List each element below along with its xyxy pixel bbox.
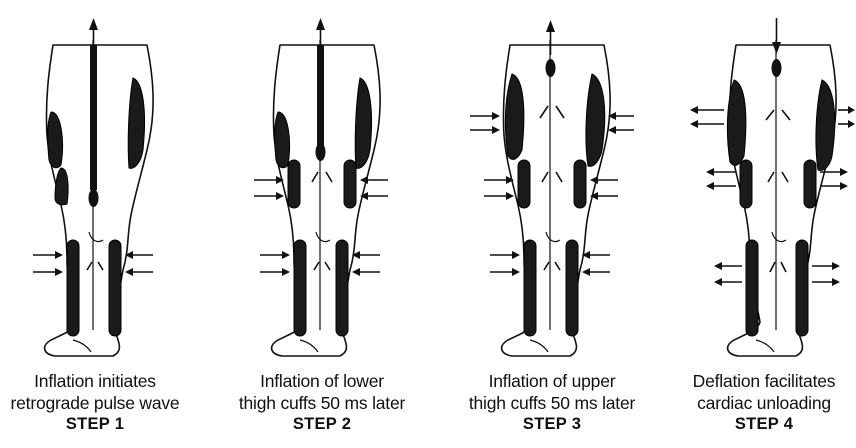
step-3-label: STEP 3: [442, 414, 662, 434]
upper-thigh-cuff-left: [505, 74, 523, 159]
step-4-caption: Deflation facilitates cardiac unloading …: [654, 370, 856, 434]
calf-cuff-right: [109, 240, 121, 336]
step-2-line1: Inflation of lower: [212, 370, 432, 392]
step-1-line1: Inflation initiates: [0, 370, 205, 392]
arrow-up-icon: [89, 18, 98, 30]
step-1-line2: retrograde pulse wave: [0, 392, 205, 414]
step-3-line1: Inflation of upper: [442, 370, 662, 392]
step-2-label: STEP 2: [212, 414, 432, 434]
step-1-label: STEP 1: [0, 414, 205, 434]
aortic-pulse-wave: [90, 45, 97, 190]
lower-thigh-cuff-right: [344, 160, 356, 208]
lower-thigh-cuff-left: [288, 160, 300, 208]
aortic-pulse-wave: [772, 59, 782, 77]
step-4-label: STEP 4: [654, 414, 856, 434]
step-2-line2: thigh cuffs 50 ms later: [212, 392, 432, 414]
leg-step-1: [33, 18, 153, 356]
leg-step-2: [254, 18, 388, 356]
step-4-line1: Deflation facilitates: [654, 370, 856, 392]
aortic-pulse-wave: [317, 45, 324, 145]
aortic-pulse-wave: [546, 59, 556, 77]
arrow-up-icon: [316, 18, 325, 30]
step-3-caption: Inflation of upper thigh cuffs 50 ms lat…: [442, 370, 662, 434]
arrow-up-icon: [546, 20, 555, 32]
step-3-line2: thigh cuffs 50 ms later: [442, 392, 662, 414]
step-2-caption: Inflation of lower thigh cuffs 50 ms lat…: [212, 370, 432, 434]
calf-cuff-left: [67, 240, 79, 336]
leg-step-3: [470, 20, 634, 356]
leg-step-4: [690, 18, 855, 356]
step-1-caption: Inflation initiates retrograde pulse wav…: [0, 370, 205, 434]
step-4-line2: cardiac unloading: [654, 392, 856, 414]
